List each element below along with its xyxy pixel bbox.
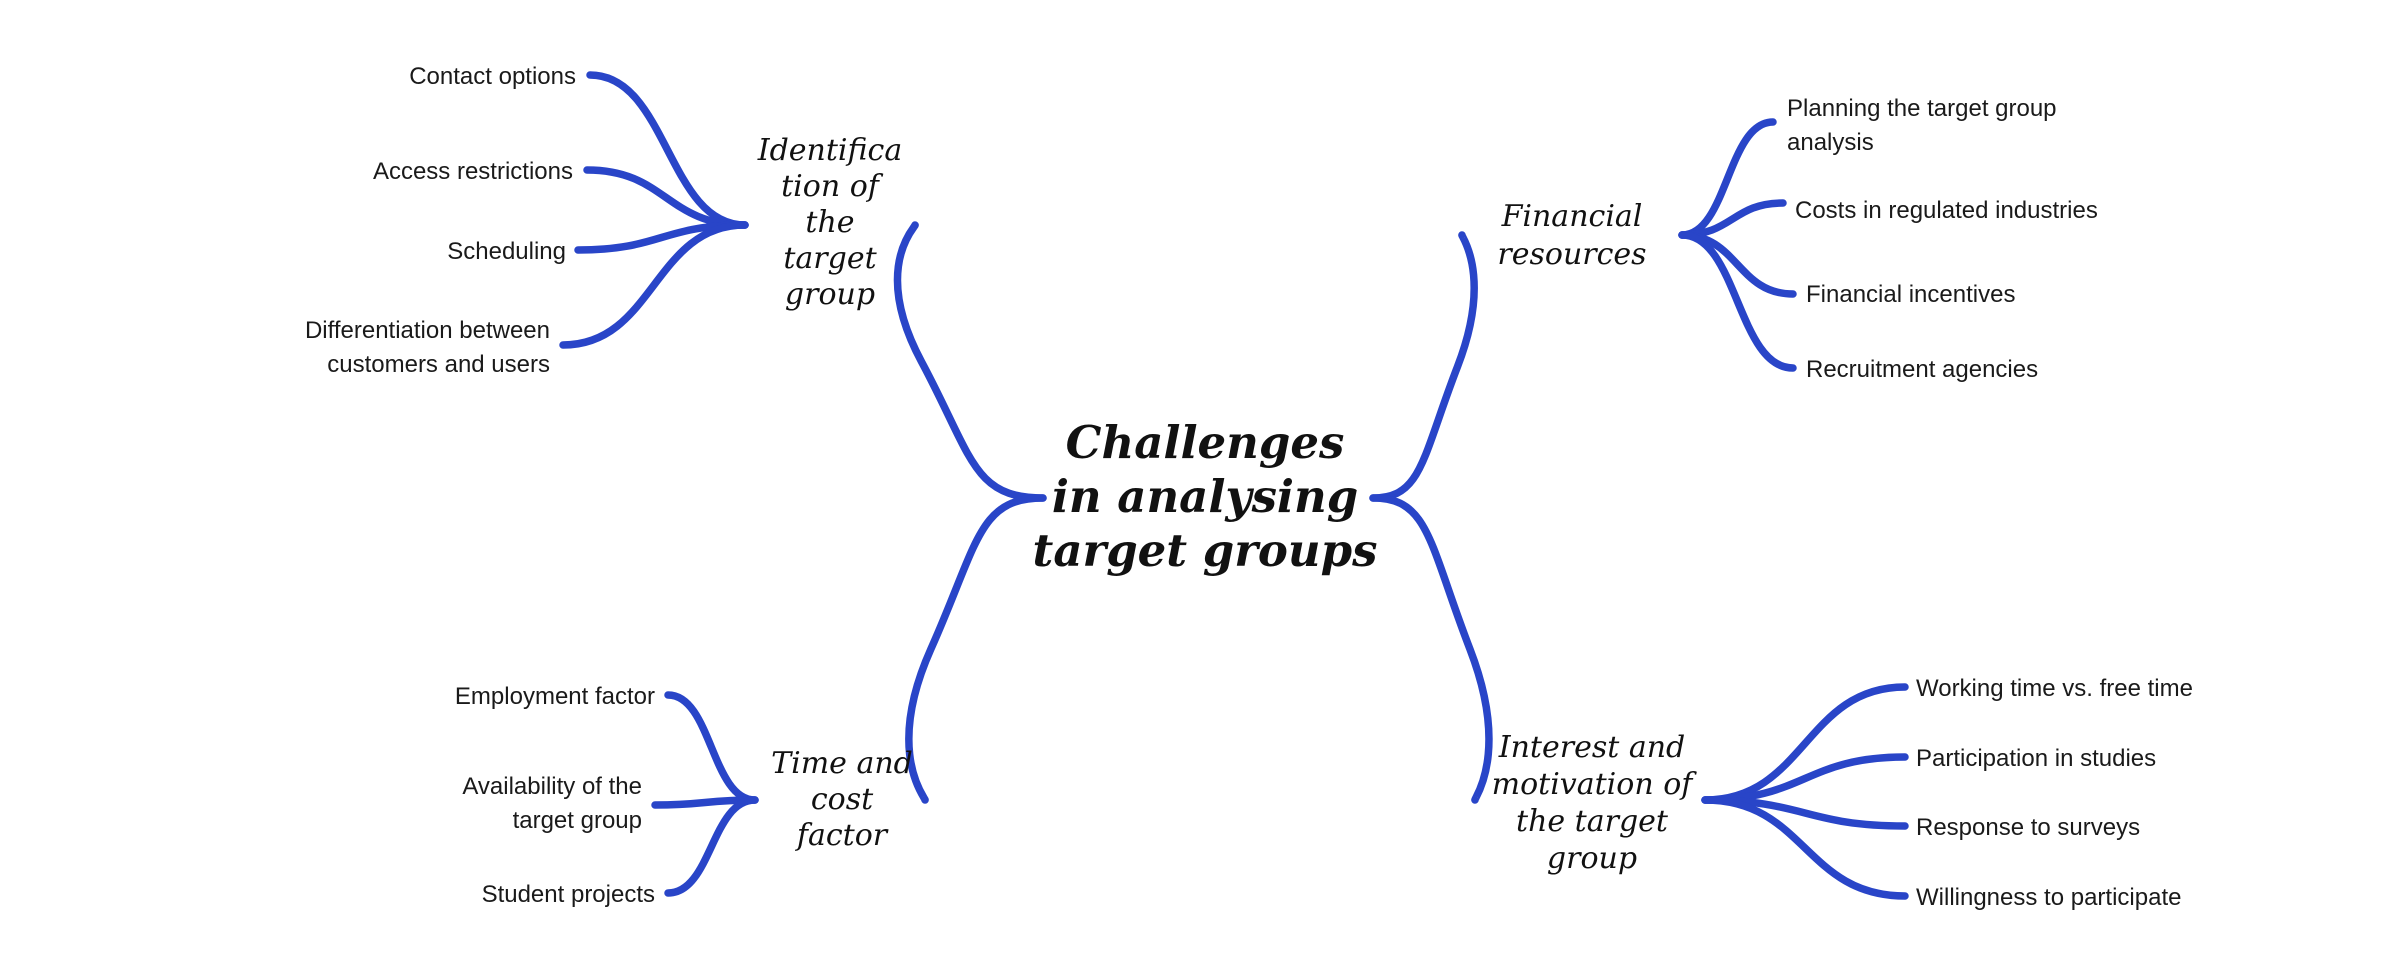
leaf-financial-1: Costs in regulated industries (1795, 197, 2098, 224)
leaf-line-financial-3 (1678, 231, 1797, 372)
leaf-line-time-cost-0 (664, 691, 759, 804)
leaf-identification-0: Contact options (409, 63, 576, 90)
trunk-financial (1369, 231, 1478, 502)
leaf-line-identification-0 (586, 71, 749, 229)
leaf-line-interest-0 (1701, 683, 1909, 804)
leaf-financial-2: Financial incentives (1806, 281, 2015, 308)
trunk-interest (1369, 494, 1493, 804)
leaf-interest-1: Participation in studies (1916, 745, 2156, 772)
trunk-identification (893, 221, 1047, 502)
connector-lines (559, 71, 1909, 900)
leaf-line-financial-1 (1678, 199, 1787, 239)
leaf-identification-1: Access restrictions (373, 158, 573, 185)
trunk-time-cost (905, 494, 1047, 804)
leaf-identification-2: Scheduling (447, 238, 566, 265)
leaf-interest-0: Working time vs. free time (1916, 675, 2193, 702)
leaf-interest-3: Willingness to participate (1916, 884, 2181, 911)
leaf-time-cost-0: Employment factor (455, 683, 655, 710)
leaf-line-time-cost-2 (664, 796, 759, 897)
leaf-financial-3: Recruitment agencies (1806, 356, 2038, 383)
leaf-interest-2: Response to surveys (1916, 814, 2140, 841)
leaf-line-identification-3 (559, 221, 749, 349)
leaf-time-cost-2: Student projects (482, 881, 655, 908)
leaf-line-interest-3 (1701, 796, 1909, 900)
